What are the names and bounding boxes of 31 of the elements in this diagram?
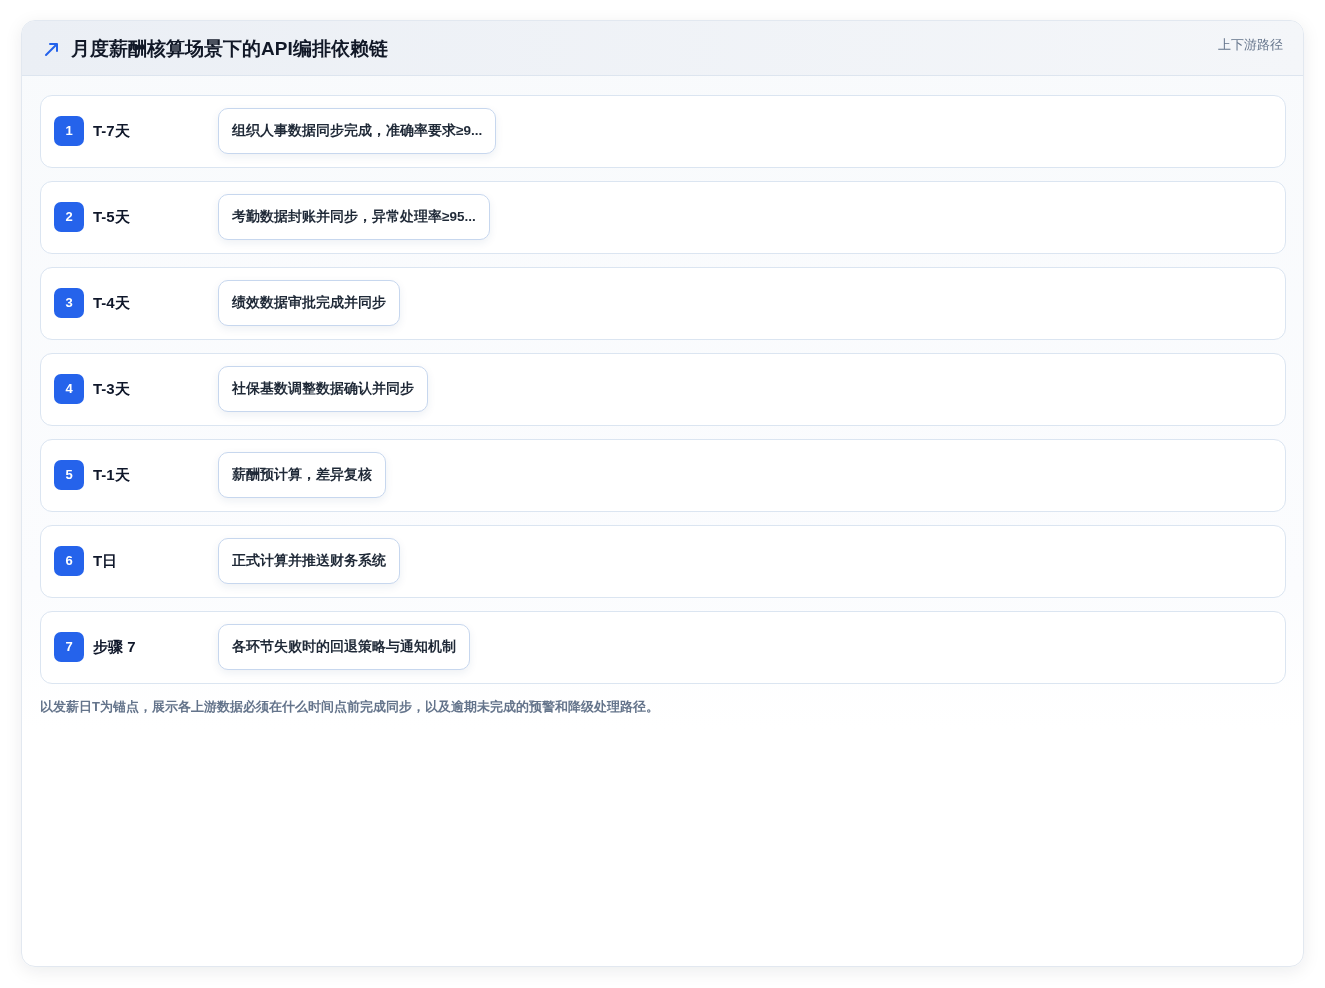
step-card: [40, 611, 1286, 684]
step-card: [40, 95, 1286, 168]
step-number: 7: [54, 632, 84, 662]
time-label: T-4天: [93, 293, 130, 313]
task-box: 薪酬预计算，差异复核: [218, 452, 386, 498]
step-card: [40, 353, 1286, 426]
step-card: [40, 181, 1286, 254]
header-note: 上下游路径: [1218, 36, 1283, 54]
time-label: T-1天: [93, 465, 130, 485]
task-box: 组织人事数据同步完成，准确率要求≥9...: [218, 108, 497, 154]
time-label: T日: [93, 551, 118, 571]
step-card: [40, 439, 1286, 512]
time-label: T-5天: [93, 207, 130, 227]
step-number: 2: [54, 202, 84, 232]
task-box: 绩效数据审批完成并同步: [218, 280, 400, 326]
step-number: 1: [54, 116, 84, 146]
step-number: 4: [54, 374, 84, 404]
task-box: 考勤数据封账并同步，异常处理率≥95...: [218, 194, 490, 240]
step-number: 6: [54, 546, 84, 576]
task-box: 社保基数调整数据确认并同步: [218, 366, 428, 412]
step-card: [40, 267, 1286, 340]
task-box: 正式计算并推送财务系统: [218, 538, 400, 584]
time-label: 步骤 7: [93, 637, 136, 657]
time-label: T-7天: [93, 121, 130, 141]
step-card: [40, 525, 1286, 598]
task-box: 各环节失败时的回退策略与通知机制: [218, 624, 470, 670]
time-label: T-3天: [93, 379, 130, 399]
step-number: 3: [54, 288, 84, 318]
diagram-title: 月度薪酬核算场景下的API编排依赖链: [71, 37, 388, 61]
step-number: 5: [54, 460, 84, 490]
caption: 以发薪日T为锚点，展示各上游数据必须在什么时间点前完成同步，以及逾期未完成的预警和降级处理路径。: [40, 698, 659, 716]
